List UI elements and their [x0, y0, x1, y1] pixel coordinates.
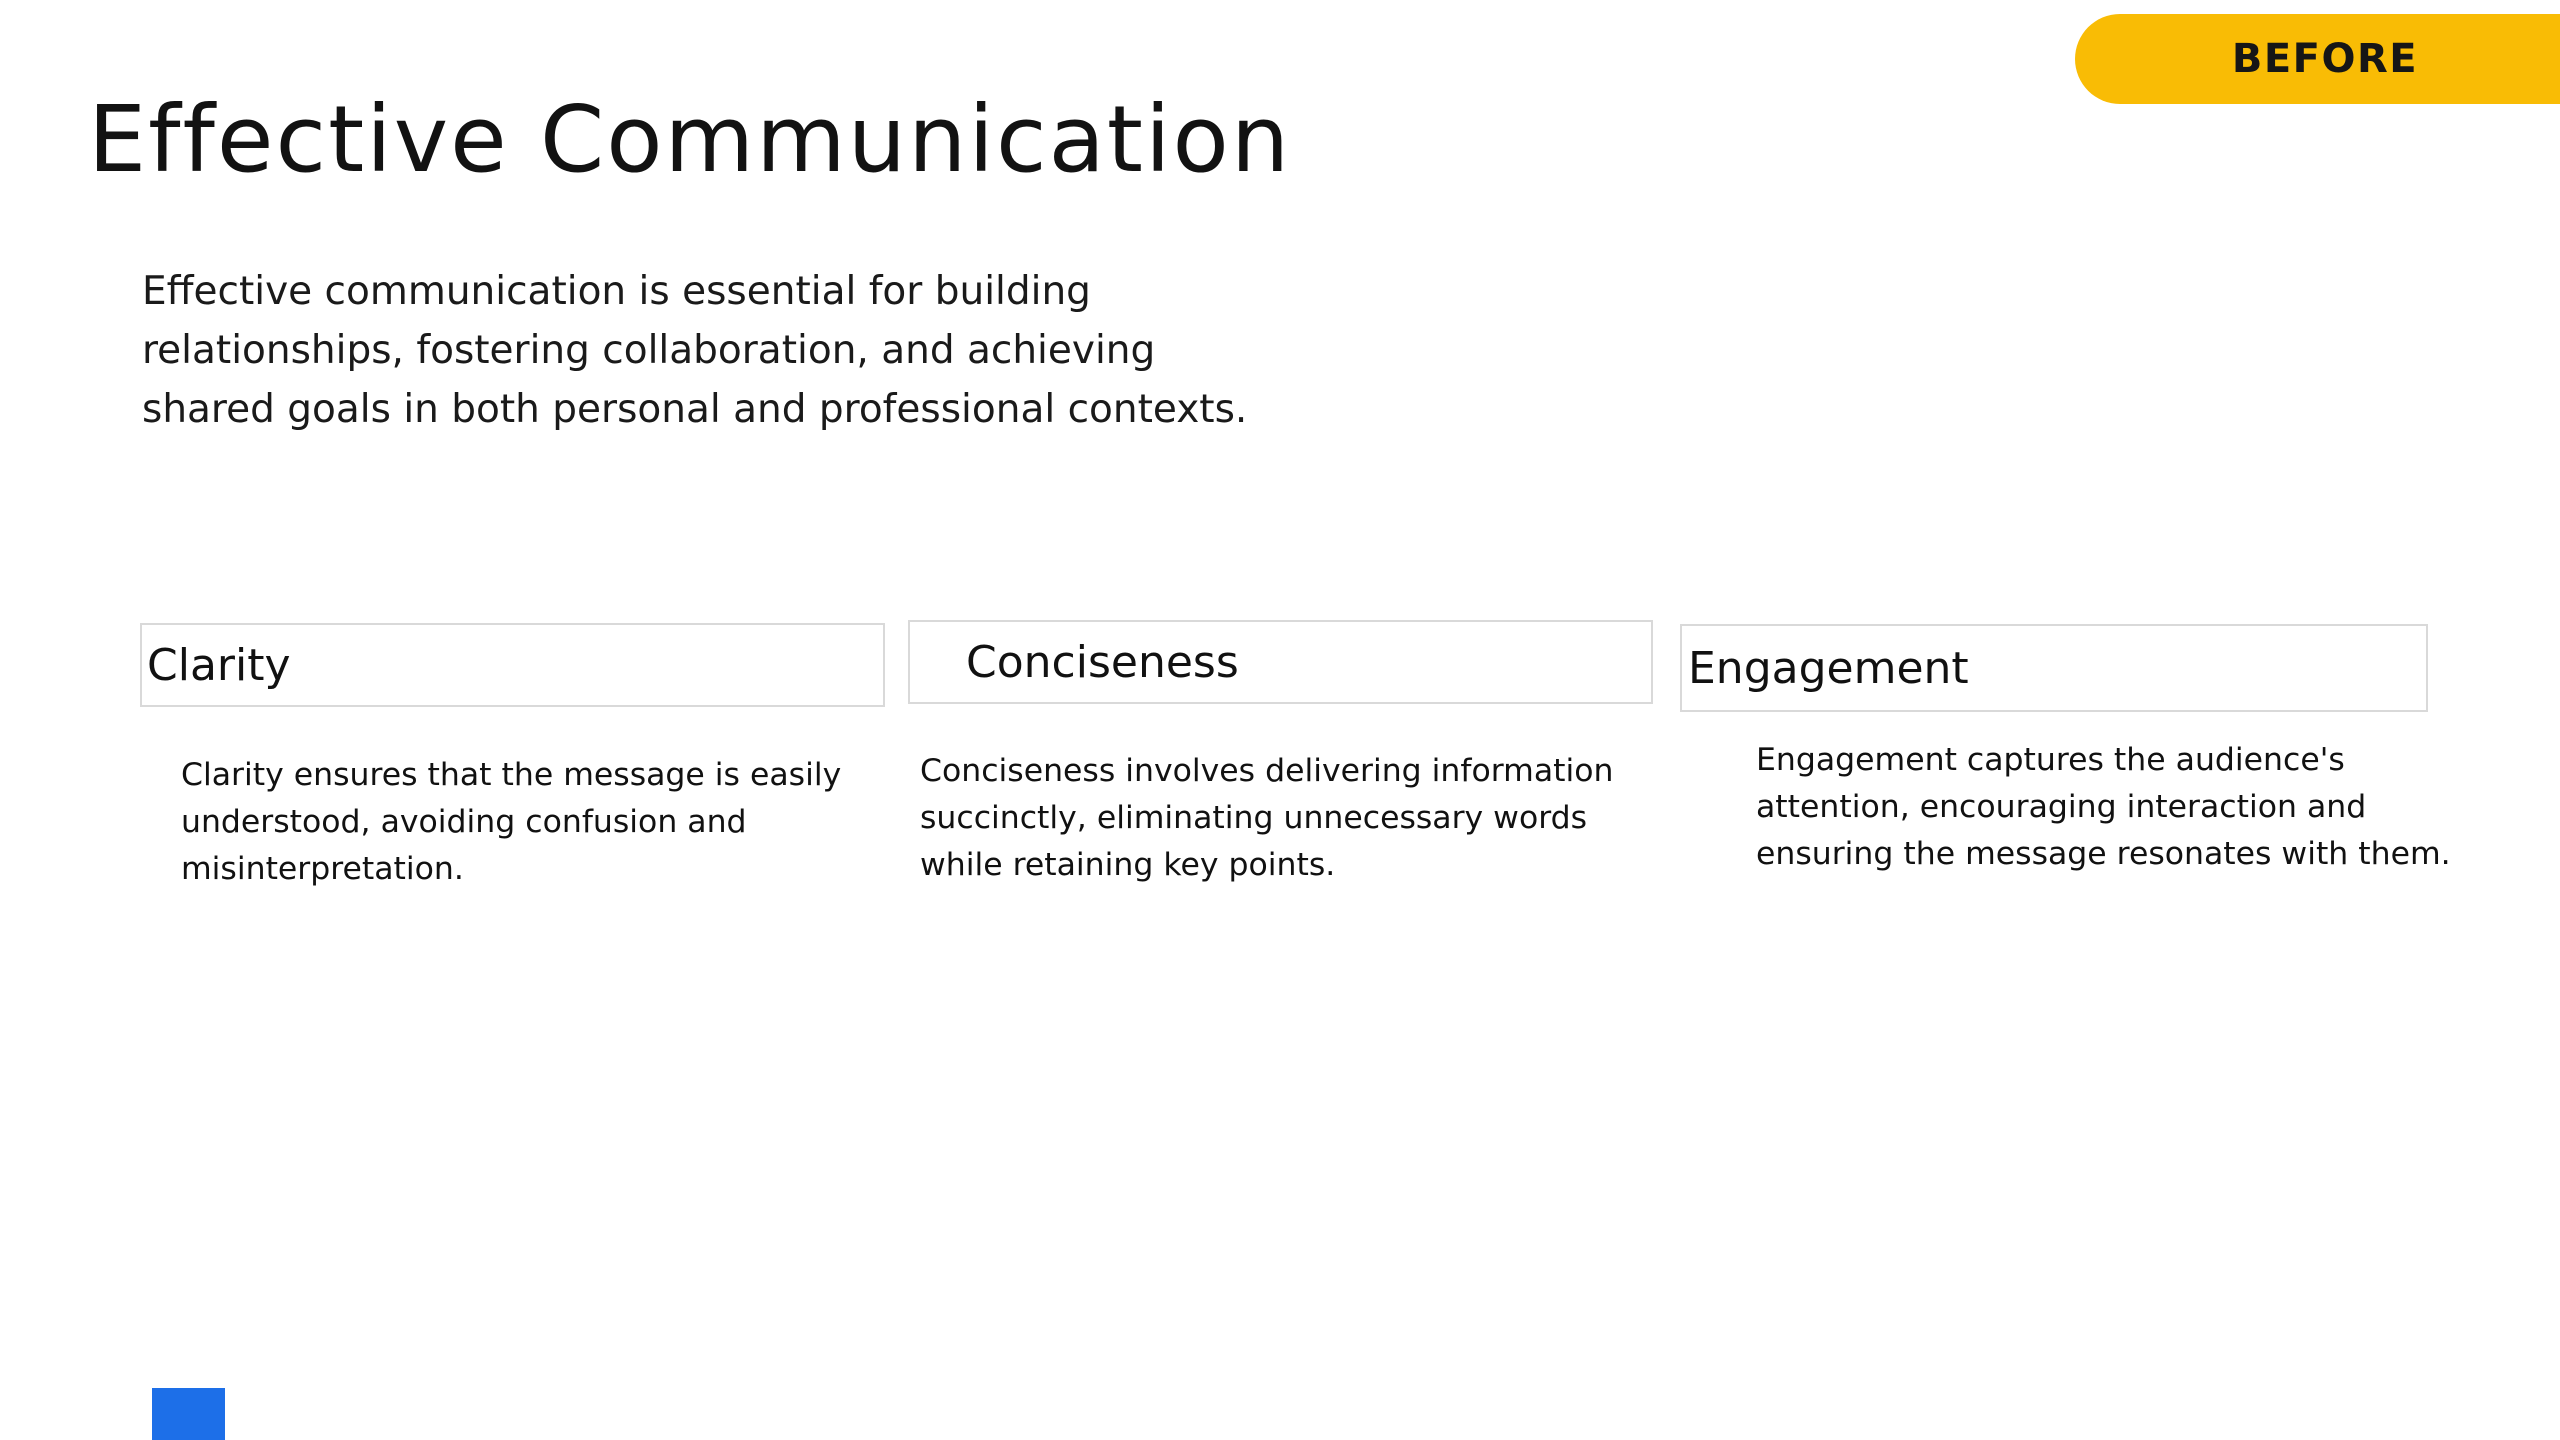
- intro-paragraph: Effective communication is essential for…: [142, 269, 1248, 432]
- before-badge-label: BEFORE: [2231, 36, 2419, 82]
- section-heading-clarity: Clarity: [147, 639, 291, 691]
- section-description-clarity: Clarity ensures that the message is easi…: [181, 757, 842, 887]
- page-title: Effective Communication: [88, 86, 1292, 193]
- section-description-conciseness: Conciseness involves delivering informat…: [920, 753, 1614, 883]
- section-box-engagement: Engagement: [1680, 624, 2428, 712]
- section-heading-engagement: Engagement: [1688, 642, 1969, 694]
- section-heading-conciseness: Conciseness: [966, 636, 1239, 688]
- section-box-clarity: Clarity: [140, 623, 885, 707]
- blue-accent-shape: [152, 1388, 225, 1440]
- section-description-engagement: Engagement captures the audience's atten…: [1756, 742, 2451, 872]
- section-box-conciseness: Conciseness: [908, 620, 1653, 704]
- before-badge[interactable]: BEFORE: [2075, 14, 2560, 104]
